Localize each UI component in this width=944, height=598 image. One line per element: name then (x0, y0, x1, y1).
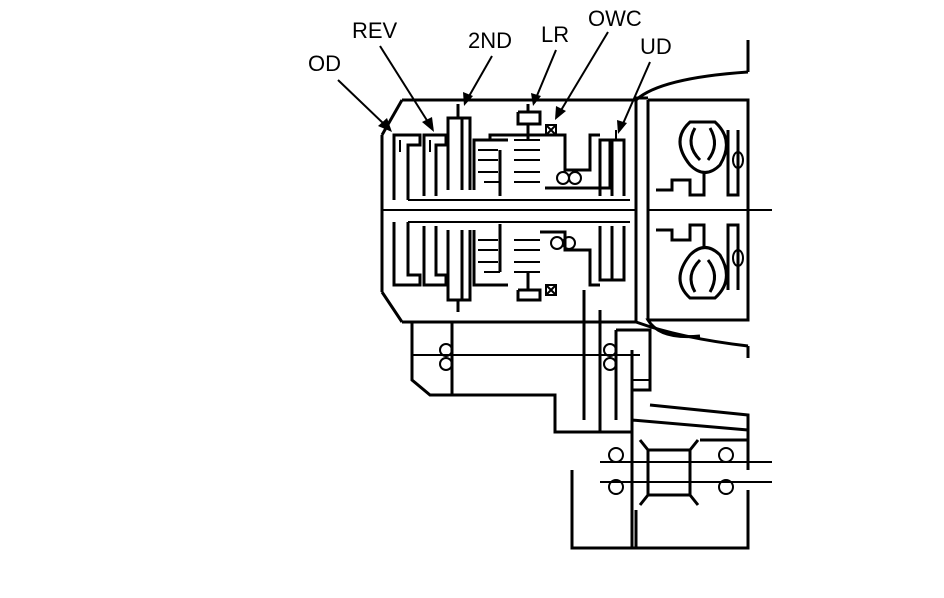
differential (570, 418, 772, 550)
label-od-text: OD (308, 51, 341, 76)
label-ud: UD (617, 34, 672, 134)
label-2nd-text: 2ND (468, 28, 512, 53)
clutch-packs-upper (392, 104, 630, 201)
transaxle-housing (380, 96, 648, 324)
label-lr-text: LR (541, 22, 569, 47)
transfer-shafts (410, 290, 750, 460)
label-owc-text: OWC (588, 6, 642, 31)
label-lr: LR (531, 22, 569, 106)
label-rev: REV (352, 18, 434, 132)
label-rev-text: REV (352, 18, 398, 43)
label-ud-text: UD (640, 34, 672, 59)
label-2nd: 2ND (463, 28, 512, 106)
clutch-packs-lower (392, 221, 630, 312)
label-owc: OWC (555, 6, 642, 120)
torque-converter (634, 40, 772, 358)
label-od: OD (308, 51, 392, 132)
